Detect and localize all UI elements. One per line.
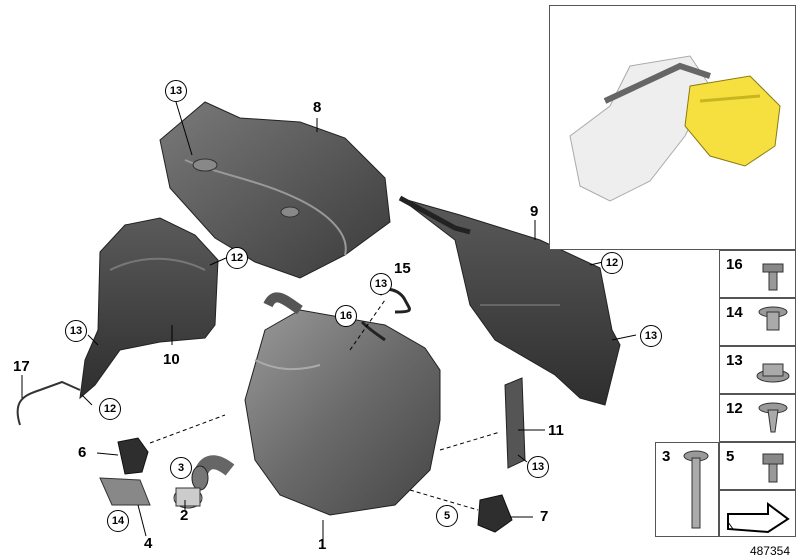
fastener-12: 12 — [719, 394, 796, 442]
fastener-12-label: 12 — [726, 400, 743, 417]
fastener-3-label: 3 — [662, 448, 671, 465]
part-label-1: 1 — [318, 536, 327, 553]
fastener-16: 16 — [719, 250, 796, 298]
circled-label-13-hose: 13 — [370, 273, 392, 295]
fastener-3: 3 — [655, 442, 719, 537]
part-label-6: 6 — [78, 444, 87, 461]
expanding-rivet-icon — [758, 402, 788, 433]
circled-label-13-top: 13 — [165, 80, 187, 102]
fastener-14: 14 — [719, 298, 796, 346]
hex-bolt-icon — [762, 453, 784, 483]
fastener-14-label: 14 — [726, 304, 743, 321]
dashed-leaders — [149, 299, 501, 511]
ground-strap-17 — [16, 380, 81, 426]
circled-label-3: 3 — [170, 457, 192, 479]
fastener-13-label: 13 — [726, 352, 743, 369]
direction-arrow-icon — [727, 502, 790, 534]
circled-label-13-right: 13 — [640, 325, 662, 347]
diagram-id: 487354 — [749, 544, 790, 558]
direction-arrow-box — [719, 490, 796, 537]
fastener-13: 13 — [719, 346, 796, 394]
heat-shield-right — [398, 195, 621, 406]
part-label-9: 9 — [530, 203, 539, 220]
flange-bolt-icon — [762, 263, 784, 291]
bushing-icon — [758, 306, 788, 331]
circled-label-14: 14 — [107, 510, 129, 532]
clamp-2 — [173, 487, 203, 509]
fastener-16-label: 16 — [726, 256, 743, 273]
part-label-10: 10 — [163, 351, 180, 368]
part-label-4: 4 — [144, 535, 153, 552]
circled-label-12-shield: 12 — [226, 247, 248, 269]
leader-lines — [21, 101, 637, 540]
bracket-11 — [504, 377, 526, 469]
rear-muffler — [191, 292, 441, 516]
hose-16 — [360, 320, 386, 342]
part-label-17: 17 — [13, 358, 30, 375]
circled-label-13-bracket: 13 — [527, 456, 549, 478]
fastener-5-label: 5 — [726, 448, 735, 465]
part-label-15: 15 — [394, 260, 411, 277]
flange-nut-icon — [756, 363, 790, 383]
part-label-11: 11 — [548, 422, 564, 439]
circled-label-5: 5 — [436, 505, 458, 527]
circled-label-12-right: 12 — [601, 252, 623, 274]
heat-shield-top — [159, 101, 391, 279]
heat-shield-left — [79, 217, 219, 400]
inset-drawing — [569, 55, 781, 202]
bracket-4 — [99, 477, 151, 506]
part-label-8: 8 — [313, 99, 322, 116]
rubber-mount-7 — [477, 494, 513, 533]
location-inset — [549, 5, 796, 250]
rubber-mount-6 — [117, 437, 149, 475]
circled-label-16-hose: 16 — [335, 305, 357, 327]
part-label-7: 7 — [540, 508, 549, 525]
circled-label-12-left: 12 — [99, 398, 121, 420]
part-label-2: 2 — [180, 507, 189, 524]
fastener-5: 5 — [719, 442, 796, 490]
circled-label-13-shield: 13 — [65, 320, 87, 342]
carriage-bolt-icon — [683, 450, 709, 529]
